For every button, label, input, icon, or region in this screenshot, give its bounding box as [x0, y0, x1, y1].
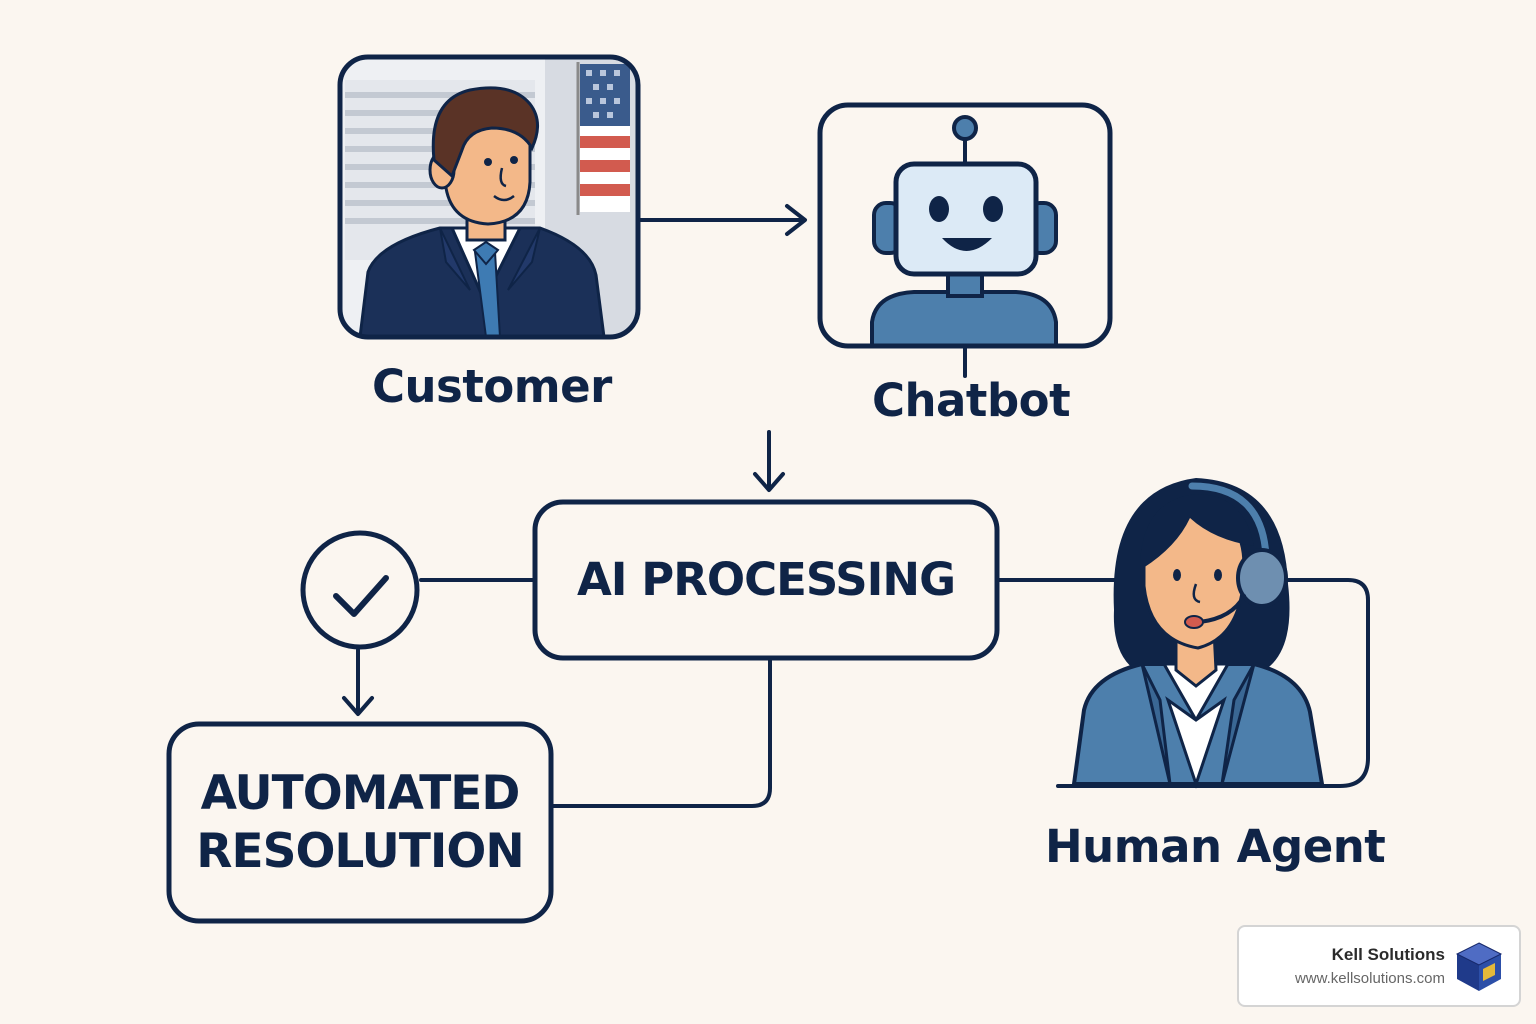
customer-frame	[337, 54, 641, 340]
ai-processing-label: AI PROCESSING	[535, 502, 997, 658]
robot-icon	[870, 115, 1058, 346]
branding-badge: Kell Solutions www.kellsolutions.com	[1237, 925, 1521, 1007]
agent-headset-icon	[1071, 478, 1325, 789]
chatbot-node	[817, 102, 1113, 349]
human-agent-label: Human Agent	[1045, 820, 1386, 873]
chatbot-label: Chatbot	[872, 374, 1071, 427]
automated-resolution-label: AUTOMATED RESOLUTION	[169, 724, 551, 921]
line-ai-to-automated	[551, 658, 772, 808]
automated-resolution-line-1: AUTOMATED	[200, 766, 521, 822]
ai-processing-text: AI PROCESSING	[576, 552, 956, 606]
connectors	[342, 204, 1370, 808]
customer-label: Customer	[372, 360, 612, 413]
brand-name: Kell Solutions	[1331, 945, 1445, 964]
agent-headset-loop	[1056, 578, 1370, 788]
flag-icon	[576, 62, 630, 215]
customer-node	[337, 54, 641, 340]
ai-processing-box	[532, 499, 1000, 661]
checkmark-icon	[300, 530, 420, 650]
automated-resolution-box	[166, 721, 554, 924]
chatbot-frame	[817, 102, 1113, 349]
customer-portrait-icon	[340, 57, 638, 337]
brand-url: www.kellsolutions.com	[1294, 970, 1445, 987]
automated-resolution-line-2: RESOLUTION	[196, 823, 524, 879]
cube-logo-icon	[1455, 942, 1503, 991]
